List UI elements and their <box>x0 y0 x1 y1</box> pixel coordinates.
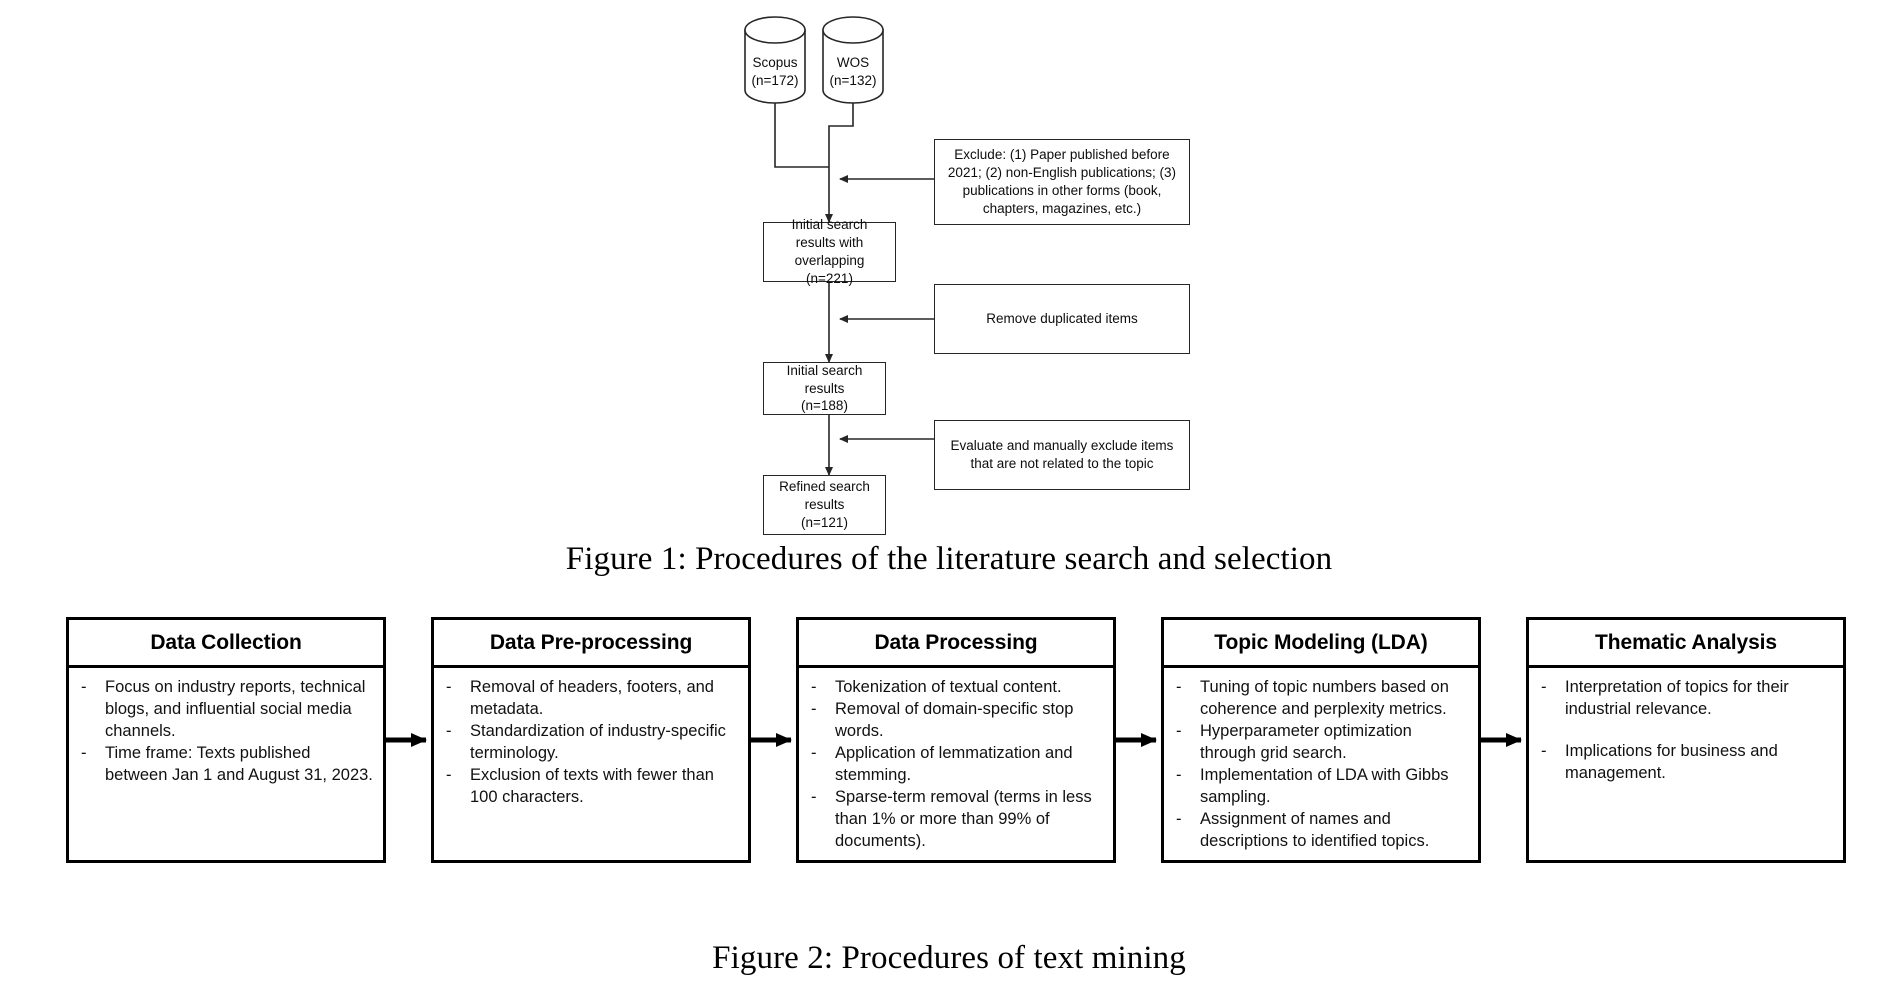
stage-data-pre-processing: Data Pre-processing - Removal of headers… <box>431 617 751 863</box>
step1-label: Initial search results with overlapping <box>791 217 868 268</box>
bullet-text: Tuning of topic numbers based on coheren… <box>1200 678 1449 718</box>
list-item: - Tuning of topic numbers based on coher… <box>1172 677 1468 721</box>
figure-1-connectors <box>744 16 934 476</box>
step-refined-results-box: Refined search results (n=121) <box>763 475 886 535</box>
bullet-marker: - <box>811 678 817 696</box>
bullet-text: Assignment of names and descriptions to … <box>1200 809 1430 850</box>
stage-body-data-collection: - Focus on industry reports, technical b… <box>69 668 383 860</box>
bullet-text: Implications for business and management… <box>1565 741 1778 782</box>
bullet-text: Implementation of LDA with Gibbs samplin… <box>1200 765 1449 806</box>
step1-count: (n=221) <box>806 270 853 286</box>
scopus-cylinder-shape <box>744 16 806 104</box>
bullet-marker: - <box>1541 741 1547 760</box>
bullet-text: Exclusion of texts with fewer than 100 c… <box>470 765 714 806</box>
remove-duplicates-note-box: Remove duplicated items <box>934 284 1190 354</box>
step3-label: Refined search results <box>779 479 870 513</box>
list-item: - Interpretation of topics for their ind… <box>1537 677 1833 721</box>
list-item: - Removal of domain-specific stop words. <box>807 699 1103 743</box>
step-initial-results-overlapping-box: Initial search results with overlapping … <box>763 217 896 286</box>
bullet-marker: - <box>811 787 817 806</box>
figure-1-flowchart: Scopus (n=172) WOS (n=132) Exclude: (1) … <box>566 16 1332 577</box>
stage-body-thematic-analysis: - Interpretation of topics for their ind… <box>1529 668 1843 860</box>
list-item: - Implementation of LDA with Gibbs sampl… <box>1172 765 1468 809</box>
bullet-marker: - <box>811 743 817 762</box>
wos-source-label: WOS (n=132) <box>823 52 883 92</box>
bullet-text: Tokenization of textual content. <box>835 678 1062 696</box>
list-item: - Exclusion of texts with fewer than 100… <box>442 765 738 809</box>
manual-exclusion-text: Evaluate and manually exclude items that… <box>950 438 1174 471</box>
bullet-text: Hyperparameter optimization through grid… <box>1200 721 1412 762</box>
list-item: - Hyperparameter optimization through gr… <box>1172 721 1468 765</box>
stage-title-thematic-analysis: Thematic Analysis <box>1529 620 1843 668</box>
bullet-text: Standardization of industry-specific ter… <box>470 721 726 762</box>
bullet-marker: - <box>446 678 452 696</box>
stage-body-topic-modeling-lda: - Tuning of topic numbers based on coher… <box>1164 668 1478 860</box>
list-item: - Time frame: Texts published between Ja… <box>77 743 373 787</box>
bullet-text: Sparse-term removal (terms in less than … <box>835 787 1092 850</box>
wos-count: (n=132) <box>829 73 877 88</box>
stage-data-collection: Data Collection - Focus on industry repo… <box>66 617 386 863</box>
bullet-text: Removal of domain-specific stop words. <box>835 699 1074 740</box>
scopus-source-label: Scopus (n=172) <box>745 52 805 92</box>
exclusion-criteria-text: Exclude: (1) Paper published before 2021… <box>947 147 1177 216</box>
bullet-marker: - <box>1176 809 1182 828</box>
bullet-text: Time frame: Texts published between Jan … <box>105 743 373 784</box>
wos-cylinder-shape <box>822 16 884 104</box>
scopus-count: (n=172) <box>751 73 799 88</box>
step2-count: (n=188) <box>801 398 848 414</box>
remove-duplicates-text: Remove duplicated items <box>986 311 1138 327</box>
bullet-text: Removal of headers, footers, and metadat… <box>470 678 714 718</box>
bullet-text: Focus on industry reports, technical blo… <box>105 678 366 740</box>
bullet-text: Interpretation of topics for their indus… <box>1565 678 1789 718</box>
list-item: - Implications for business and manageme… <box>1537 741 1833 785</box>
stage-title-data-pre-processing: Data Pre-processing <box>434 620 748 668</box>
figure-2-caption: Figure 2: Procedures of text mining <box>712 940 1186 976</box>
stage-thematic-analysis: Thematic Analysis - Interpretation of to… <box>1526 617 1846 863</box>
bullet-marker: - <box>446 765 452 784</box>
wos-name: WOS <box>836 55 870 71</box>
list-item: - Focus on industry reports, technical b… <box>77 677 373 743</box>
list-item: - Standardization of industry-specific t… <box>442 721 738 765</box>
stage-title-data-processing: Data Processing <box>799 620 1113 668</box>
bullet-marker: - <box>1176 765 1182 784</box>
scopus-name: Scopus <box>752 55 798 71</box>
step-initial-results-box: Initial search results (n=188) <box>763 362 886 415</box>
step2-label: Initial search results <box>786 362 863 396</box>
exclusion-criteria-box: Exclude: (1) Paper published before 2021… <box>934 139 1190 225</box>
bullet-marker: - <box>1176 721 1182 740</box>
bullet-marker: - <box>446 721 452 740</box>
manual-exclusion-note-box: Evaluate and manually exclude items that… <box>934 420 1190 490</box>
list-item: - Tokenization of textual content. <box>807 677 1103 699</box>
bullet-marker: - <box>811 699 817 718</box>
figure-1-caption: Figure 1: Procedures of the literature s… <box>565 541 1333 577</box>
stage-body-data-pre-processing: - Removal of headers, footers, and metad… <box>434 668 748 860</box>
bullet-text: Application of lemmatization and stemmin… <box>835 743 1073 784</box>
stage-title-data-collection: Data Collection <box>69 620 383 668</box>
bullet-marker: - <box>1541 678 1547 696</box>
list-item: - Sparse-term removal (terms in less tha… <box>807 787 1103 853</box>
bullet-marker: - <box>1176 678 1182 696</box>
list-item: - Application of lemmatization and stemm… <box>807 743 1103 787</box>
bullet-marker: - <box>81 743 87 762</box>
stage-title-topic-modeling-lda: Topic Modeling (LDA) <box>1164 620 1478 668</box>
stage-topic-modeling-lda: Topic Modeling (LDA) - Tuning of topic n… <box>1161 617 1481 863</box>
list-item: - Removal of headers, footers, and metad… <box>442 677 738 721</box>
step3-count: (n=121) <box>801 514 848 530</box>
stage-body-data-processing: - Tokenization of textual content. - Rem… <box>799 668 1113 860</box>
stage-data-processing: Data Processing - Tokenization of textua… <box>796 617 1116 863</box>
list-item: - Assignment of names and descriptions t… <box>1172 809 1468 853</box>
bullet-marker: - <box>81 678 87 696</box>
